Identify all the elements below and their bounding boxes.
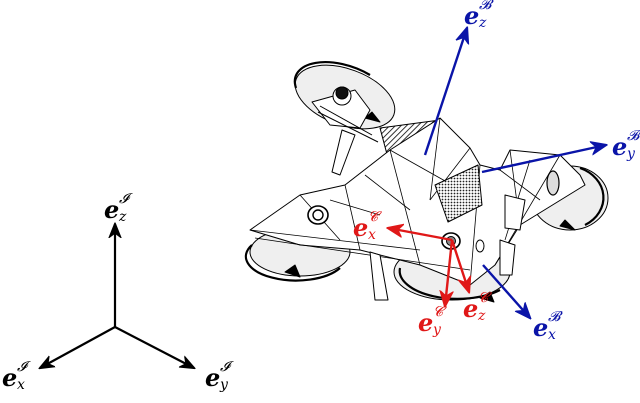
vent-grille: [434, 164, 483, 223]
body-frame: [423, 28, 606, 318]
rear-arm: [311, 86, 379, 176]
body-x-axis: [482, 264, 530, 318]
body-y-axis: [481, 145, 606, 174]
camera-y-axis: [445, 239, 452, 306]
camera-frame: [388, 228, 469, 306]
quadrotor-drawing: [244, 61, 609, 303]
body-z-axis: [423, 28, 467, 156]
inertial-y-axis: [114, 326, 194, 368]
camera-x-axis: [388, 228, 453, 242]
inertial-x-axis: [40, 326, 116, 368]
landing-legs: [369, 194, 526, 301]
inertial-frame: [40, 224, 194, 368]
camera-z-axis: [450, 239, 469, 292]
